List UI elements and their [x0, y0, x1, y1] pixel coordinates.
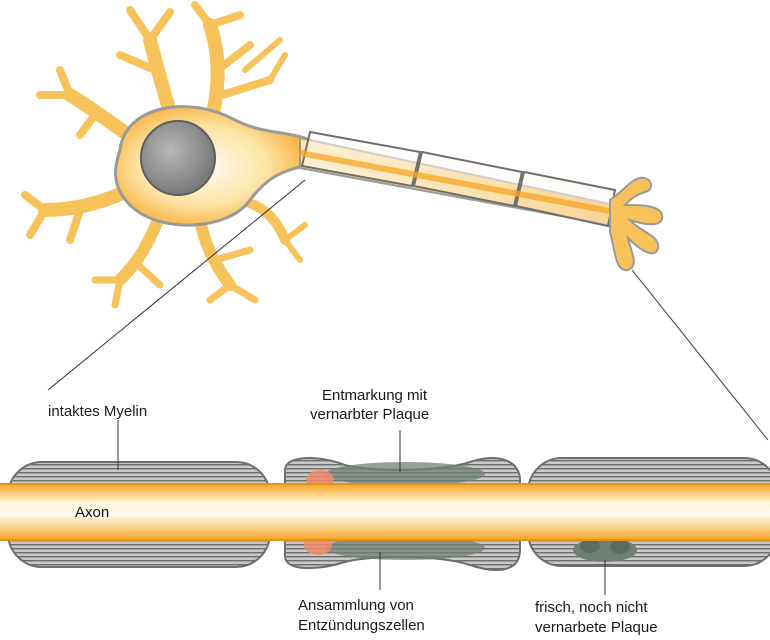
axon-closeup — [0, 458, 770, 570]
nucleus — [141, 121, 215, 195]
axon — [0, 484, 770, 540]
myelinated-axon — [300, 132, 615, 226]
label-demyelination-line2: vernarbter Plaque — [310, 406, 429, 423]
label-inflammation-line1: Ansammlung von — [298, 597, 414, 614]
neuron — [25, 5, 662, 305]
label-demyelination-line1: Entmarkung mit — [322, 387, 428, 404]
label-fresh-plaque-line1: frisch, noch nicht — [535, 599, 648, 616]
label-fresh-plaque-line2: vernarbete Plaque — [535, 619, 658, 636]
zoom-line-right — [632, 270, 768, 440]
label-inflammation-line2: Entzündungszellen — [298, 617, 425, 634]
scarred-plaque — [325, 462, 485, 486]
axon-terminals — [610, 178, 662, 270]
label-intact-myelin: intaktes Myelin — [48, 403, 147, 420]
label-axon: Axon — [75, 504, 109, 521]
